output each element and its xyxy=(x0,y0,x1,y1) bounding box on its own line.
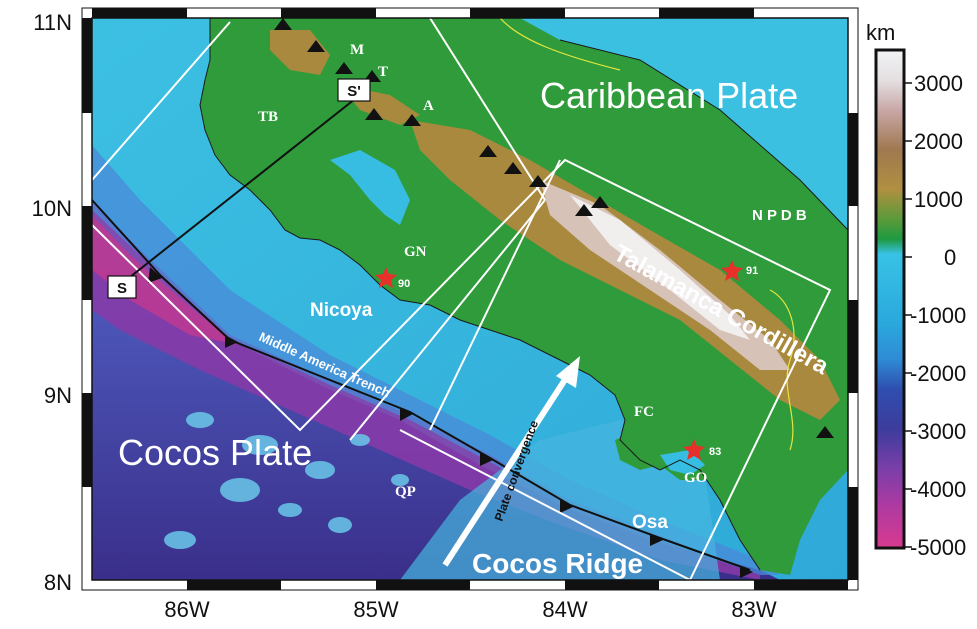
colorbar: km 3000 2000 1000 0 -1000 -2000 -3000 -4… xyxy=(866,20,966,560)
pacific-coastline xyxy=(199,18,761,571)
study-outlines xyxy=(92,18,832,580)
y-tick-10n: 10N xyxy=(32,196,72,221)
x-tick-83w: 83W xyxy=(731,597,776,622)
caribbean-coastline xyxy=(559,39,848,231)
convergence-arrow xyxy=(442,356,580,567)
label-a: A xyxy=(423,98,434,114)
label-osa: Osa xyxy=(632,512,668,533)
label-fc: FC xyxy=(634,404,654,420)
label-gn: GN xyxy=(404,244,427,260)
colorbar-tick-marks xyxy=(904,82,912,548)
label-cocos-ridge: Cocos Ridge xyxy=(472,548,643,579)
earthquake-star-icon xyxy=(375,267,397,288)
colorbar-tick-3000: 3000 xyxy=(914,71,963,96)
label-cocos-plate: Cocos Plate xyxy=(118,432,312,473)
x-tick-84w: 84W xyxy=(542,597,587,622)
trench-line xyxy=(92,199,751,571)
label-caribbean-plate: Caribbean Plate xyxy=(540,75,798,116)
colorbar-tick-m1000: -1000 xyxy=(910,303,966,328)
gulf-of-nicoya xyxy=(330,150,410,225)
y-tick-8n: 8N xyxy=(44,570,72,595)
golfo-dulce xyxy=(660,450,705,475)
profile-s-label: S xyxy=(117,280,127,297)
label-tb: TB xyxy=(258,109,278,125)
frame-ticks xyxy=(82,8,858,590)
earthquake-91: 91 xyxy=(721,260,758,281)
earthquake-91-label: 91 xyxy=(746,265,758,277)
map-body xyxy=(92,18,848,580)
colorbar-tick-0: 0 xyxy=(944,245,956,270)
border-north xyxy=(499,18,621,71)
label-npdb: N P D B xyxy=(752,207,807,224)
label-nicoya: Nicoya xyxy=(310,300,373,321)
y-tick-9n: 9N xyxy=(44,383,72,408)
border-south xyxy=(769,289,795,451)
colorbar-tick-2000: 2000 xyxy=(914,129,963,154)
colorbar-tick-m3000: -3000 xyxy=(910,419,966,444)
earthquake-star-icon xyxy=(683,439,705,460)
x-tick-85w: 85W xyxy=(353,597,398,622)
snow-peaks xyxy=(570,195,750,340)
label-qp: QP xyxy=(395,484,416,500)
seamounts xyxy=(164,412,409,549)
label-m: M xyxy=(350,42,364,58)
profile-line xyxy=(119,94,361,286)
earthquake-83: 83 xyxy=(683,439,721,460)
trench-teeth xyxy=(148,267,753,578)
earthquake-star-icon xyxy=(721,260,743,281)
caribbean-sea xyxy=(520,18,848,230)
volcanic-range-north xyxy=(270,30,330,75)
label-t: T xyxy=(378,64,388,80)
colorbar-scale xyxy=(874,48,906,550)
colorbar-tick-1000: 1000 xyxy=(914,187,963,212)
profile-s-box xyxy=(107,275,137,299)
y-tick-11n: 11N xyxy=(33,10,72,35)
earthquake-83-label: 83 xyxy=(709,446,721,458)
colorbar-tick-m2000: -2000 xyxy=(910,361,966,386)
profile-s-prime-box xyxy=(337,78,371,102)
profile-s-prime-label: S' xyxy=(347,83,361,100)
colorbar-tick-m5000: -5000 xyxy=(910,535,966,560)
earthquake-90: 90 xyxy=(375,267,410,290)
label-go: GO xyxy=(684,470,707,486)
earthquake-90-label: 90 xyxy=(398,278,410,290)
outer-frame xyxy=(81,7,859,591)
deep-ocean xyxy=(92,270,780,580)
volcanoes xyxy=(274,18,834,438)
x-tick-86w: 86W xyxy=(164,597,209,622)
colorbar-unit: km xyxy=(866,20,895,45)
colorbar-tick-m4000: -4000 xyxy=(910,477,966,502)
